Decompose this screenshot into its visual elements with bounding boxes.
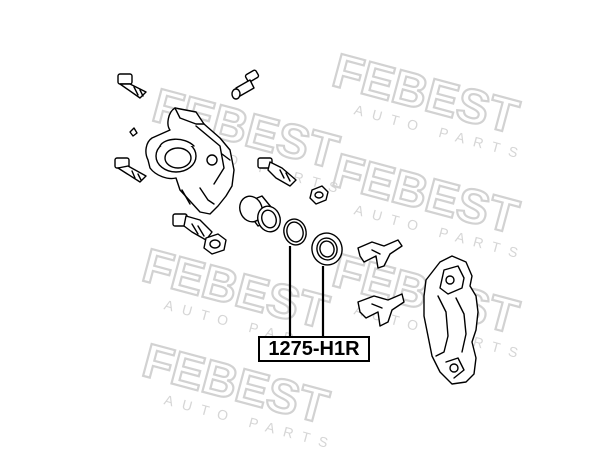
piston-seal-ring-icon: [283, 218, 307, 246]
anti-rattle-clip-lower-icon: [357, 293, 405, 327]
part-number-label: 1275-H1R: [258, 336, 370, 362]
leader-lines: [288, 246, 325, 336]
caliper-body-icon: [145, 107, 235, 215]
hex-nut-icon: [203, 233, 227, 255]
guide-pin-left-icon: [172, 213, 213, 241]
bleeder-screw-icon: [231, 69, 260, 100]
piston-icon: [239, 195, 281, 233]
anti-rattle-clip-upper-icon: [357, 239, 403, 269]
caliper-bracket-icon: [423, 255, 479, 385]
small-nut-icon: [309, 185, 329, 205]
small-clip-icon: [129, 127, 138, 137]
bolt-mid-left-icon: [114, 157, 147, 183]
guide-pin-right-icon: [257, 157, 297, 187]
bolt-top-left-icon: [117, 73, 147, 99]
dust-boot-ring-icon: [311, 232, 343, 266]
